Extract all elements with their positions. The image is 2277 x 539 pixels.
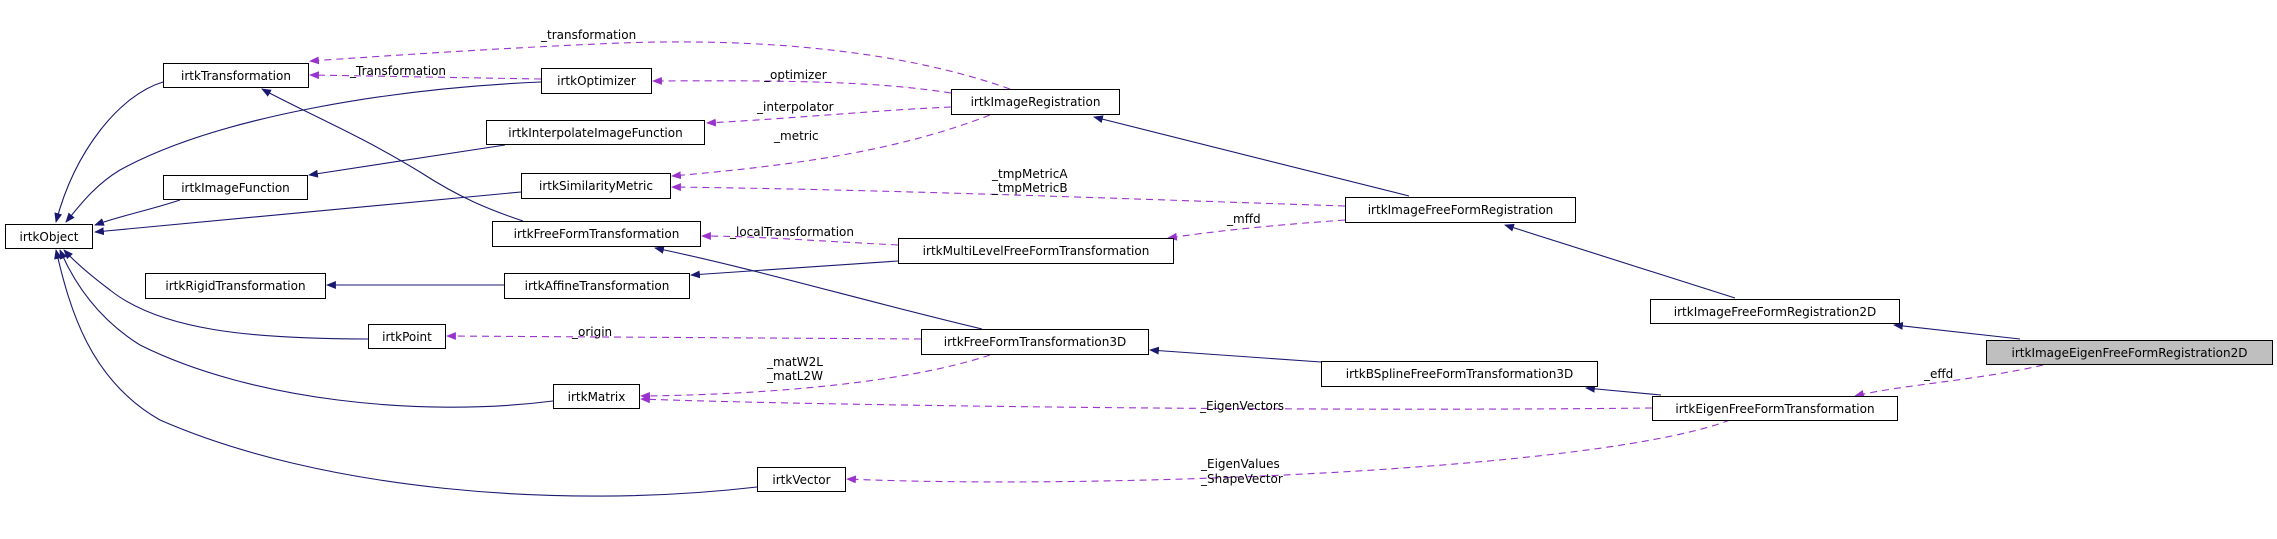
node-irtkpoint[interactable]: irtkPoint <box>368 324 446 349</box>
edge-optimizer-object <box>65 81 542 223</box>
node-irtkimagefreeformregistration[interactable]: irtkImageFreeFormRegistration <box>1345 197 1576 223</box>
node-irtkimagefunction[interactable]: irtkImageFunction <box>163 175 308 200</box>
edge-label-tmpmetricb: _tmpMetricB <box>991 181 1068 195</box>
edge-label-shapevector: _ShapeVector <box>1200 472 1283 486</box>
edge-ffd-transformation <box>261 88 524 222</box>
node-irtkimagefreeformregistration2d[interactable]: irtkImageFreeFormRegistration2D <box>1650 299 1900 324</box>
edge-eigenffd-matrix <box>640 395 1653 410</box>
edge-imageregistration-transformation <box>309 41 1011 90</box>
edge-label-matw2l: _matW2L <box>766 355 823 369</box>
edge-ffd3d-matrix <box>640 354 991 400</box>
edge-eigenffd-vector <box>846 419 1731 484</box>
edge-optimizer-transformation <box>309 71 542 80</box>
edge-transformation-object <box>54 81 164 223</box>
edge-label-Transformation: _Transformation <box>349 64 446 78</box>
edge-label-eigenvectors: _EigenVectors <box>1199 399 1284 413</box>
edge-label-tmpmetrica: _tmpMetricA <box>991 167 1068 181</box>
edge-iffr-multilevel <box>1167 219 1346 241</box>
edge-label-optimizer: _optimizer <box>763 68 827 82</box>
edge-ffd3d-ffd <box>654 245 983 330</box>
node-irtkrigidtransformation[interactable]: irtkRigidTransformation <box>145 273 326 299</box>
node-irtkaffinetransformation[interactable]: irtkAffineTransformation <box>504 273 690 299</box>
edge-label-interpolator: _interpolator <box>756 100 834 114</box>
edge-ffd3d-point <box>446 332 922 341</box>
edge-label-effd: _effd <box>1923 367 1953 381</box>
edge-imageregistration-optimizer <box>652 76 952 94</box>
edge-interpolate-imagefunction <box>308 144 506 178</box>
node-irtkfreeformtransformation3d[interactable]: irtkFreeFormTransformation3D <box>921 329 1149 355</box>
edge-vector-object <box>54 249 758 497</box>
node-irtkfreeformtransformation[interactable]: irtkFreeFormTransformation <box>492 221 701 247</box>
edge-point-object <box>63 249 369 340</box>
node-irtkmatrix[interactable]: irtkMatrix <box>553 384 640 409</box>
edge-matrix-object <box>59 249 554 408</box>
edge-label-localtransformation: _localTransformation <box>729 225 854 239</box>
edge-imageregistration-metric <box>671 114 991 180</box>
edge-iffr-imageregistration <box>1093 115 1410 197</box>
edge-iffr2d-iffr <box>1504 223 1736 299</box>
edge-label-metric: _metric <box>773 129 819 143</box>
edge-ieffr2d-eigenffd <box>1854 364 2044 398</box>
edge-iffr-metric <box>671 183 1346 207</box>
node-irtktransformation[interactable]: irtkTransformation <box>163 63 309 88</box>
edge-imageregistration-interpolator <box>706 106 952 127</box>
edge-label-origin: _origin <box>571 325 612 339</box>
edge-similarity-object <box>94 191 522 236</box>
edge-eigenffd-bspline <box>1585 384 1662 396</box>
node-irtkinterpolateimagefunction[interactable]: irtkInterpolateImageFunction <box>486 120 705 145</box>
node-irtkobject[interactable]: irtkObject <box>5 224 93 249</box>
edge-ieffr2d-iffr2d <box>1893 322 2021 340</box>
edge-label-transformation: _transformation <box>540 28 636 42</box>
edge-multilevel-affine <box>690 260 899 279</box>
node-irtkoptimizer[interactable]: irtkOptimizer <box>541 68 652 94</box>
node-irtkmultilevelfreeformtransformation[interactable]: irtkMultiLevelFreeFormTransformation <box>898 238 1174 264</box>
edge-bspline-ffd3d <box>1149 346 1322 363</box>
edge-label-eigenvalues: _EigenValues <box>1200 457 1280 471</box>
edge-label-mffd: _mffd <box>1226 212 1261 226</box>
node-irtksimilaritymetric[interactable]: irtkSimilarityMetric <box>521 173 671 199</box>
edge-label-matl2w: _matL2W <box>766 369 823 383</box>
node-irtkimageregistration[interactable]: irtkImageRegistration <box>951 89 1120 115</box>
edge-imagefunction-object <box>94 199 181 226</box>
node-irtkbsplinefreeformtransformation3d[interactable]: irtkBSplineFreeFormTransformation3D <box>1321 361 1598 387</box>
node-irtkimageeigenfreeformregistration2d[interactable]: irtkImageEigenFreeFormRegistration2D <box>1986 340 2273 365</box>
node-irtkeigenfreeformtransformation[interactable]: irtkEigenFreeFormTransformation <box>1652 396 1898 421</box>
node-irtkvector[interactable]: irtkVector <box>757 467 846 492</box>
